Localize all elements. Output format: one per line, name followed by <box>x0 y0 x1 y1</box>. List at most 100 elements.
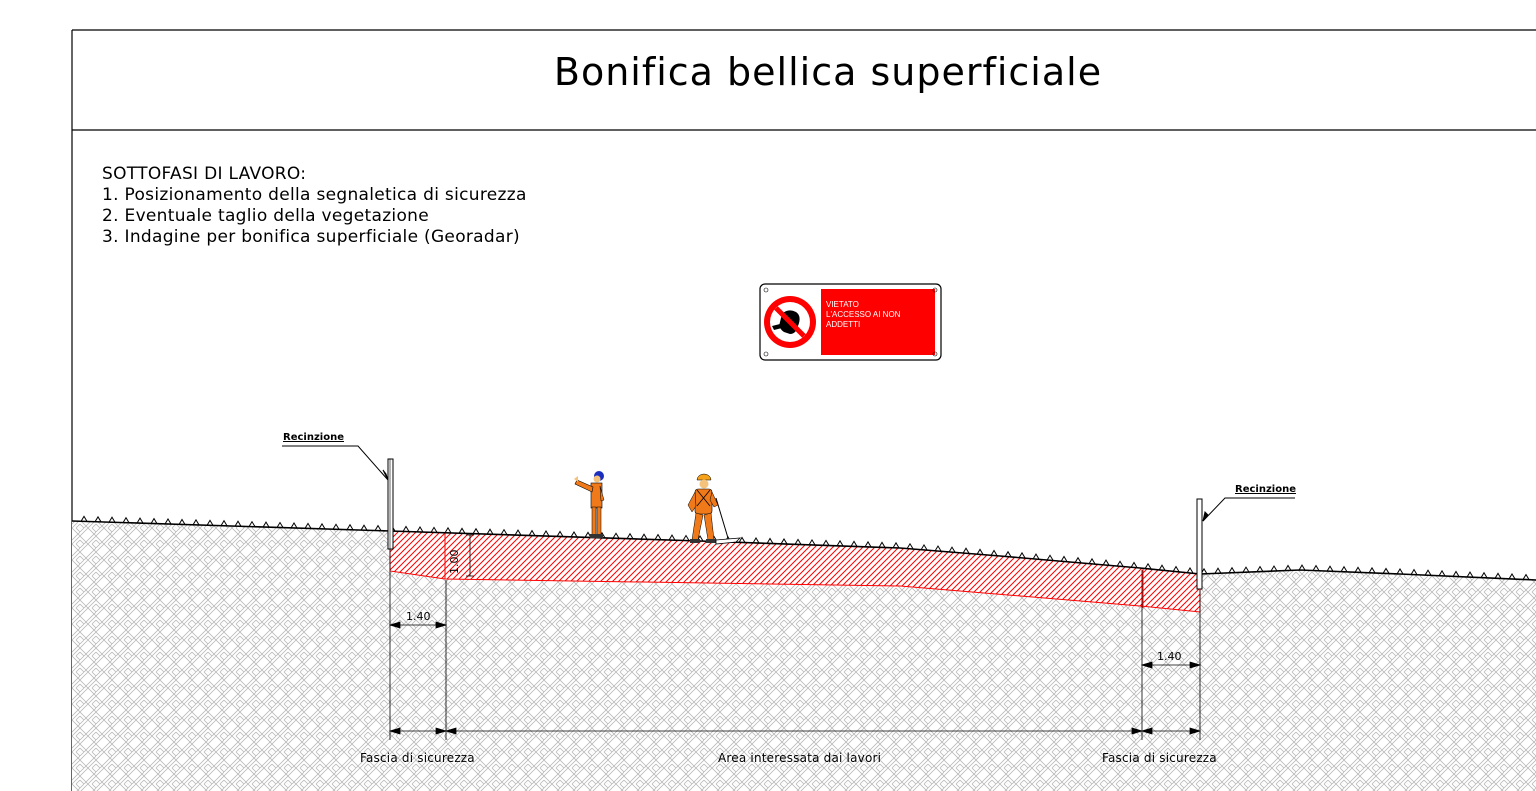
grass-tick <box>360 524 368 531</box>
grass-tick <box>1046 554 1054 561</box>
grass-tick <box>1480 571 1488 578</box>
grass-tick <box>150 517 158 524</box>
grass-tick <box>444 526 452 534</box>
grass-tick <box>1382 567 1390 574</box>
grass-tick <box>1298 564 1306 571</box>
grass-tick <box>1214 567 1222 574</box>
grass-tick <box>1284 564 1292 571</box>
grass-tick <box>1074 556 1082 563</box>
grass-tick <box>1438 569 1446 577</box>
safety-sign <box>759 283 942 361</box>
grass-tick <box>500 528 508 535</box>
grass-tick <box>864 540 872 548</box>
grass-tick <box>668 534 676 541</box>
grass-tick <box>836 539 844 547</box>
notes-item: 3. Indagine per bonifica superficiale (G… <box>102 227 520 247</box>
grass-tick <box>878 541 886 548</box>
grass-tick <box>948 546 956 553</box>
grass-tick <box>738 536 746 543</box>
grass-tick <box>1410 568 1418 575</box>
dimension-bottom <box>388 727 1202 735</box>
grass-tick <box>276 521 284 528</box>
grass-tick <box>318 522 326 530</box>
grass-tick <box>752 536 760 544</box>
grass-tick <box>640 533 648 540</box>
grass-tick <box>248 520 256 527</box>
grass-tick <box>1242 566 1250 573</box>
depth-label: 1.00 <box>448 549 461 575</box>
grass-tick <box>374 524 382 531</box>
grass-tick <box>1158 564 1166 571</box>
grass-tick <box>822 539 830 546</box>
grass-tick <box>1228 566 1236 573</box>
grass-tick <box>164 518 172 525</box>
fence-right-label: Recinzione <box>1235 484 1296 495</box>
grass-tick <box>808 538 816 546</box>
extension-lines <box>389 549 1201 740</box>
sign-text-line: ADDETTI <box>826 320 861 329</box>
notes-heading: SOTTOFASI DI LAVORO: <box>102 164 307 184</box>
grass-tick <box>1326 565 1334 572</box>
depth-dimension <box>466 534 474 577</box>
grass-tick <box>234 520 242 527</box>
grass-tick <box>1018 551 1026 559</box>
grass-tick <box>570 530 578 538</box>
grass-tick <box>1424 569 1432 576</box>
grass-tick <box>1494 572 1502 579</box>
grass-tick <box>262 521 270 528</box>
grass-tick <box>304 522 312 529</box>
grass-tick <box>1004 550 1012 557</box>
leader-fence-left <box>282 445 389 481</box>
grass-tick <box>766 537 774 544</box>
leader-fence-right <box>1202 497 1295 522</box>
page-title: Bonifica bellica superficiale <box>553 50 1103 94</box>
grass-tick <box>794 538 802 545</box>
grass-tick <box>178 518 186 525</box>
grass-tick <box>556 530 564 537</box>
zone-center-label: Area interessata dai lavori <box>718 751 882 765</box>
grass-tick <box>906 542 914 550</box>
grass-tick <box>1186 567 1194 574</box>
grass-tick <box>1508 572 1516 580</box>
grass-tick <box>332 523 340 530</box>
grass-tick <box>122 516 130 523</box>
grass-tick <box>1116 560 1124 567</box>
grass-tick <box>1270 565 1278 572</box>
no-entry-icon <box>764 296 816 348</box>
grass-tick <box>934 545 942 552</box>
grass-tick <box>612 532 620 539</box>
sign-text: VIETATO L'ACCESSO AI NON ADDETTI <box>826 300 934 330</box>
fence-left <box>387 458 394 550</box>
grass-tick <box>1130 561 1138 568</box>
notes-item: 1. Posizionamento della segnaletica di s… <box>102 185 527 205</box>
grass-tick <box>1032 553 1040 560</box>
grass-tick <box>430 526 438 533</box>
grass-tick <box>458 527 466 534</box>
zone-left-label: Fascia di sicurezza <box>360 751 475 765</box>
zone-right-label: Fascia di sicurezza <box>1102 751 1217 765</box>
grass-tick <box>528 529 536 536</box>
worker-georadar-figure <box>687 473 742 545</box>
grass-tick <box>472 527 480 535</box>
grass-tick <box>654 533 662 540</box>
grass-marks <box>80 515 1530 580</box>
grass-tick <box>192 518 200 526</box>
grass-tick <box>290 522 298 529</box>
grass-tick <box>108 516 116 523</box>
grass-tick <box>1452 570 1460 577</box>
grass-tick <box>220 519 228 527</box>
sign-text-line: L'ACCESSO AI NON <box>826 310 901 319</box>
grass-tick <box>514 529 522 536</box>
grass-tick <box>990 549 998 556</box>
grass-tick <box>1466 571 1474 578</box>
grass-tick <box>1354 566 1362 573</box>
grass-tick <box>1088 557 1096 565</box>
grass-tick <box>626 532 634 539</box>
grass-tick <box>920 543 928 551</box>
fence-left-label: Recinzione <box>283 432 344 443</box>
grass-tick <box>402 525 410 532</box>
grass-tick <box>80 515 88 522</box>
grass-tick <box>1368 566 1376 574</box>
grass-tick <box>962 547 970 554</box>
